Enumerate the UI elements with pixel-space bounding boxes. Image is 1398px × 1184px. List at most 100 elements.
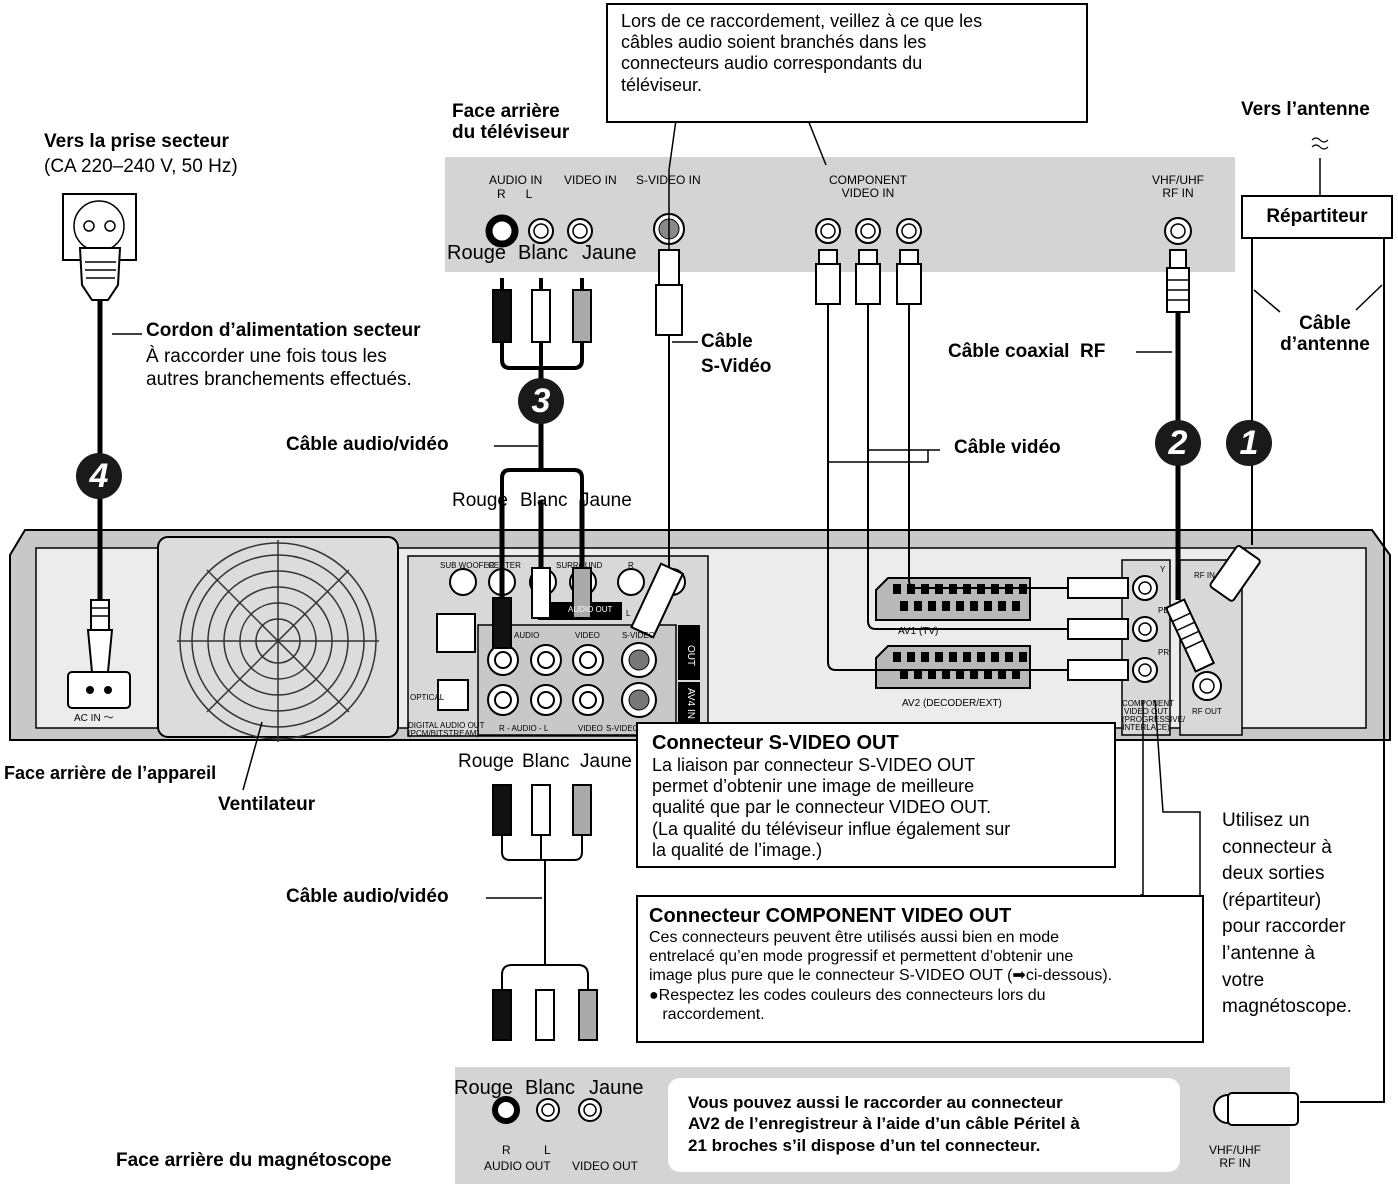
- scart-av1: [875, 577, 1031, 621]
- optical-port: [437, 679, 469, 711]
- unit-svideo-label-2: S-VIDEO: [606, 724, 639, 733]
- tv-svideo-in-label: S-VIDEO IN: [636, 173, 701, 187]
- tv-component-jack-pb: [855, 218, 881, 244]
- vcr-color-jaune: Jaune: [589, 1077, 644, 1099]
- unit-rf-out-label: RF OUT: [1192, 707, 1222, 716]
- tv-audio-l-jack: [528, 218, 554, 244]
- unit-av1-label: AV1 (TV): [898, 626, 939, 637]
- vcr-antenna-plug: [1227, 1092, 1299, 1126]
- unit-pr-label: PR: [1158, 648, 1170, 657]
- unit-audio-label: AUDIO: [514, 631, 540, 640]
- unit-av4-tab-label: AV4 IN: [685, 688, 696, 719]
- rf-coax-label: Câble coaxial RF: [948, 341, 1106, 362]
- vcr-note-box: Vous pouvez aussi le raccorder au connec…: [668, 1078, 1180, 1172]
- tv-rear-panel: [445, 157, 1235, 272]
- tv-back-title: Face arrière du téléviseur: [452, 101, 570, 144]
- unit-av2-label: AV2 (DECODER/EXT): [902, 698, 1002, 709]
- unit-pb-label: PB: [1158, 606, 1169, 615]
- tv-rf-in-label: VHF/UHF RF IN: [1152, 173, 1204, 201]
- unit-component-out-label: COMPONENT VIDEO OUT (PROGRESSIVE/ INTERL…: [1122, 699, 1186, 732]
- unit-y-label: Y: [1160, 565, 1166, 574]
- svideo-plug-bottom: [630, 562, 685, 639]
- tv-video-in-label: VIDEO IN: [564, 173, 617, 187]
- vcr-r-label: R: [502, 1143, 511, 1157]
- step-3-badge: 3: [518, 378, 564, 424]
- svideo-plug-top: [655, 249, 683, 336]
- antenna-cable-to-vcr: [1300, 238, 1385, 1103]
- unit-back-label: Face arrière de l’appareil: [4, 763, 217, 783]
- av-cable-label-2: Câble audio/vidéo: [286, 886, 449, 907]
- low-color-blanc: Blanc: [522, 751, 570, 772]
- vcr-note-text: Vous pouvez aussi le raccorder au connec…: [688, 1093, 1080, 1155]
- vcr-color-rouge: Rouge: [454, 1077, 513, 1099]
- unit-subwoofer-label: SUB WOOFER: [440, 561, 495, 570]
- vcr-audio-r-jack: [492, 1096, 520, 1124]
- vcr-color-blanc: Blanc: [525, 1077, 576, 1099]
- unit-rf-out-jack: [1192, 671, 1222, 701]
- svideo-out-body: La liaison par connecteur S-VIDEO OUT pe…: [652, 755, 1011, 860]
- tv-video-in-jack: [567, 218, 593, 244]
- recorder-unit: [9, 529, 1391, 742]
- tv-audio-r-jack: [485, 214, 519, 248]
- low-color-rouge: Rouge: [458, 751, 514, 772]
- fan-label: Ventilateur: [218, 794, 316, 815]
- svideo-out-title: Connecteur S-VIDEO OUT: [652, 732, 899, 754]
- power-plug: [78, 247, 122, 301]
- splitter-label: Répartiteur: [1266, 206, 1368, 227]
- power-cord-title: Cordon d’alimentation secteur: [146, 320, 421, 341]
- mains-spec: (CA 220–240 V, 50 Hz): [44, 156, 238, 177]
- out-tab: [678, 625, 700, 680]
- tv-component-jack-pr: [896, 218, 922, 244]
- unit-rf-in-label: RF IN: [1194, 571, 1215, 580]
- unit-l-label: L: [626, 609, 631, 618]
- tv-component-in-label: COMPONENT VIDEO IN: [829, 173, 907, 201]
- top-callout-text: Lors de ce raccordement, veillez à ce qu…: [621, 11, 983, 95]
- ac-in-socket: [67, 671, 131, 709]
- power-cord-end: [86, 599, 114, 673]
- unit-audio-out-tab: AUDIO OUT: [568, 605, 613, 614]
- unit-svideo-label: S-VIDEO: [622, 631, 655, 640]
- component-plugs-top: [815, 249, 922, 305]
- vcr-rf-in-label: VHF/UHF RF IN: [1209, 1143, 1261, 1171]
- mid-color-jaune: Jaune: [580, 490, 632, 511]
- vcr-audio-out-label: AUDIO OUT: [484, 1159, 551, 1173]
- video-cable-label: Câble vidéo: [954, 437, 1061, 458]
- component-callout-body: Ces connecteurs peuvent être utilisés au…: [649, 929, 1113, 1023]
- component-callout: Connecteur COMPONENT VIDEO OUT Ces conne…: [636, 895, 1204, 1043]
- component-plugs-unit: [1067, 577, 1129, 681]
- unit-optical-label: OPTICAL: [410, 693, 445, 702]
- top-callout: Lors de ce raccordement, veillez à ce qu…: [606, 3, 1088, 123]
- splitter-note: Utilisez un connecteur à deux sorties (r…: [1222, 810, 1352, 1018]
- component-callout-title: Connecteur COMPONENT VIDEO OUT: [649, 905, 1012, 927]
- unit-ac-in-label: AC IN ～: [74, 713, 114, 724]
- antenna-title: Vers l’antenne: [1241, 99, 1370, 120]
- lan-port: [436, 613, 476, 653]
- unit-r-label: R: [628, 561, 634, 570]
- rf-coax-plug-top: [1166, 249, 1190, 313]
- unit-video-label: VIDEO: [575, 631, 600, 640]
- av-cable-vcr-plugs: [492, 989, 598, 1041]
- unit-ch-label: 10/: [552, 612, 564, 621]
- splitter-box: [1241, 195, 1393, 239]
- rf-coax-plug-bottom: [1164, 598, 1216, 673]
- vcr-video-out-jack: [578, 1098, 602, 1122]
- unit-center-label: CENTER: [488, 561, 521, 570]
- av-cable-label-1: Câble audio/vidéo: [286, 434, 449, 455]
- vcr-back-label: Face arrière du magnétoscope: [116, 1150, 392, 1171]
- unit-digital-audio-label: DIGITAL AUDIO OUT (PCM/BITSTREAM): [408, 721, 485, 738]
- tv-audio-in-label: AUDIO IN: [489, 173, 543, 187]
- mid-color-blanc: Blanc: [520, 490, 568, 511]
- tv-rf-in-jack: [1164, 217, 1192, 245]
- step-2-badge: 2: [1155, 420, 1201, 466]
- step-1-badge: 1: [1226, 420, 1272, 466]
- unit-r-audio-l-label: R - AUDIO - L: [499, 724, 549, 733]
- tv-component-jack-y: [815, 218, 841, 244]
- component-cables: [827, 304, 1068, 671]
- av-cable-top-plugs: [492, 278, 592, 343]
- step-4-badge: 4: [76, 453, 122, 499]
- antenna-cable-label: Câble d’antenne: [1280, 313, 1370, 356]
- vcr-audio-l-jack: [536, 1098, 560, 1122]
- svideo-out-callout: Connecteur S-VIDEO OUT La liaison par co…: [636, 722, 1116, 868]
- unit-out-tab-label: OUT: [685, 645, 696, 667]
- unit-video-label-2: VIDEO: [578, 724, 603, 733]
